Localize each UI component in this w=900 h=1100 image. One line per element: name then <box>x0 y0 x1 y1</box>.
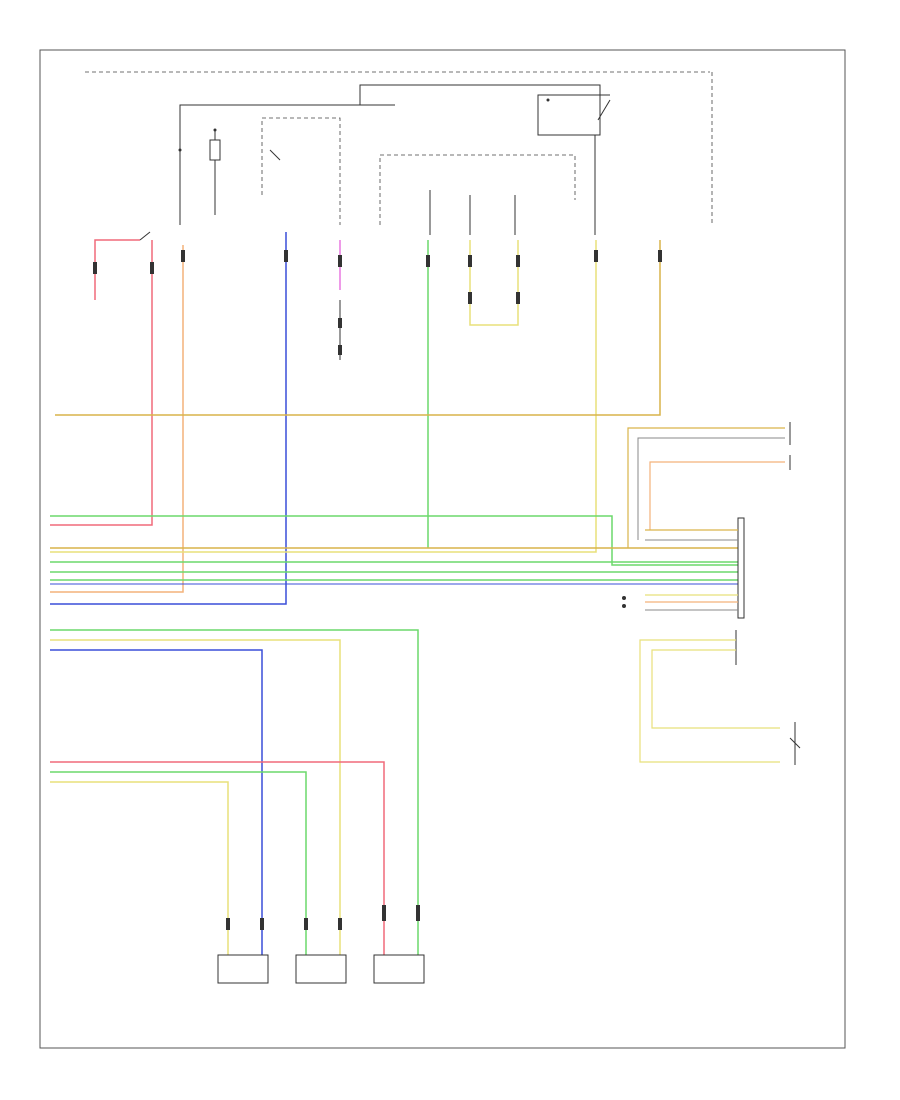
fuse-block <box>178 104 395 225</box>
right-upper-connector <box>627 422 791 548</box>
tan-main-circuit <box>55 240 662 416</box>
lower-harness-a <box>50 629 419 955</box>
right-control-module <box>622 517 745 619</box>
diagram-border <box>39 49 846 1049</box>
bottom-sensor-middle <box>295 918 347 984</box>
pink-sensor-circuit <box>338 240 342 360</box>
yellow-pair-circuit <box>468 240 520 326</box>
red-switch-circuit <box>50 231 154 526</box>
orange-circuit <box>50 245 185 593</box>
right-lower-module <box>639 630 801 765</box>
relay-block <box>359 84 611 235</box>
bottom-sensor-left <box>217 918 269 984</box>
lower-harness-b <box>50 761 385 955</box>
left-harness-bundle <box>50 515 740 585</box>
blue-circuit <box>50 232 288 605</box>
control-module-box <box>379 154 576 235</box>
green-vertical-circuit <box>426 240 430 548</box>
bottom-sensor-right <box>373 905 425 984</box>
yellow-right-circuit <box>50 240 598 553</box>
